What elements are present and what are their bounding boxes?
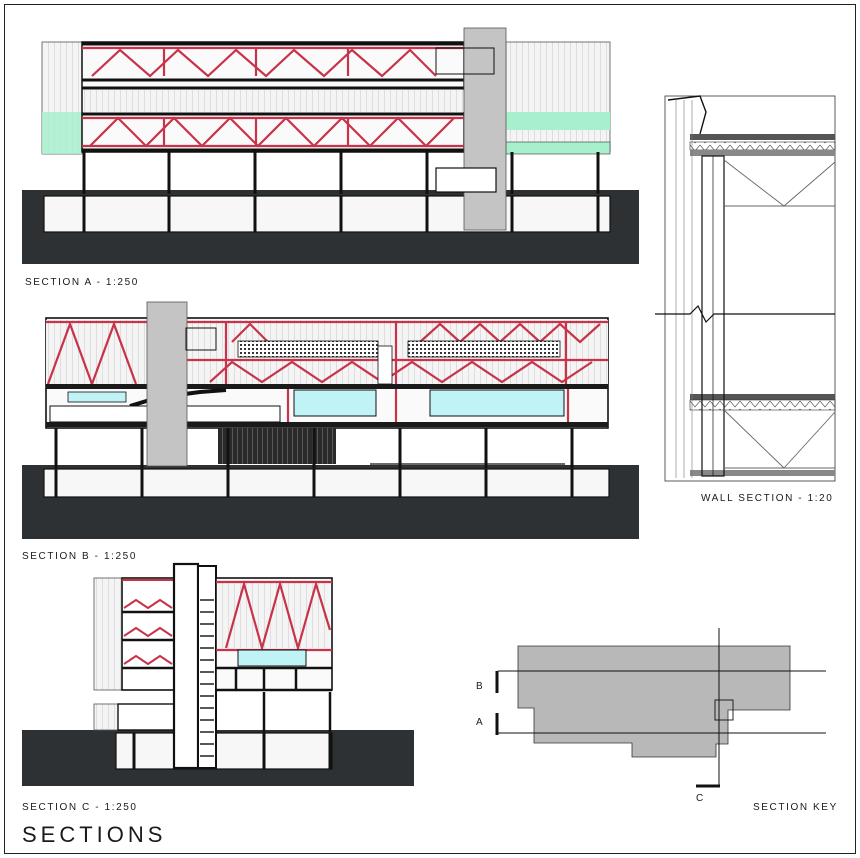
wall-section-drawing xyxy=(655,95,836,482)
section-a-drawing xyxy=(22,27,639,264)
section-a-label: SECTION A - 1:250 xyxy=(25,277,139,288)
key-marker-a: A xyxy=(476,717,485,728)
section-key-label: SECTION KEY xyxy=(753,802,838,813)
key-marker-b: B xyxy=(476,681,485,692)
sheet-title: SECTIONS xyxy=(22,822,167,847)
section-b-label: SECTION B - 1:250 xyxy=(22,551,138,562)
wall-section-label: WALL SECTION - 1:20 xyxy=(701,493,834,504)
sheet-border xyxy=(4,4,856,854)
section-c-label: SECTION C - 1:250 xyxy=(22,802,138,813)
section-key-plan xyxy=(517,645,791,758)
section-b-drawing xyxy=(22,301,639,539)
section-a-core xyxy=(463,27,507,231)
section-b-core xyxy=(146,301,188,467)
section-c-drawing xyxy=(22,562,414,786)
section-key-drawing xyxy=(495,628,826,788)
key-marker-c: C xyxy=(696,793,705,804)
